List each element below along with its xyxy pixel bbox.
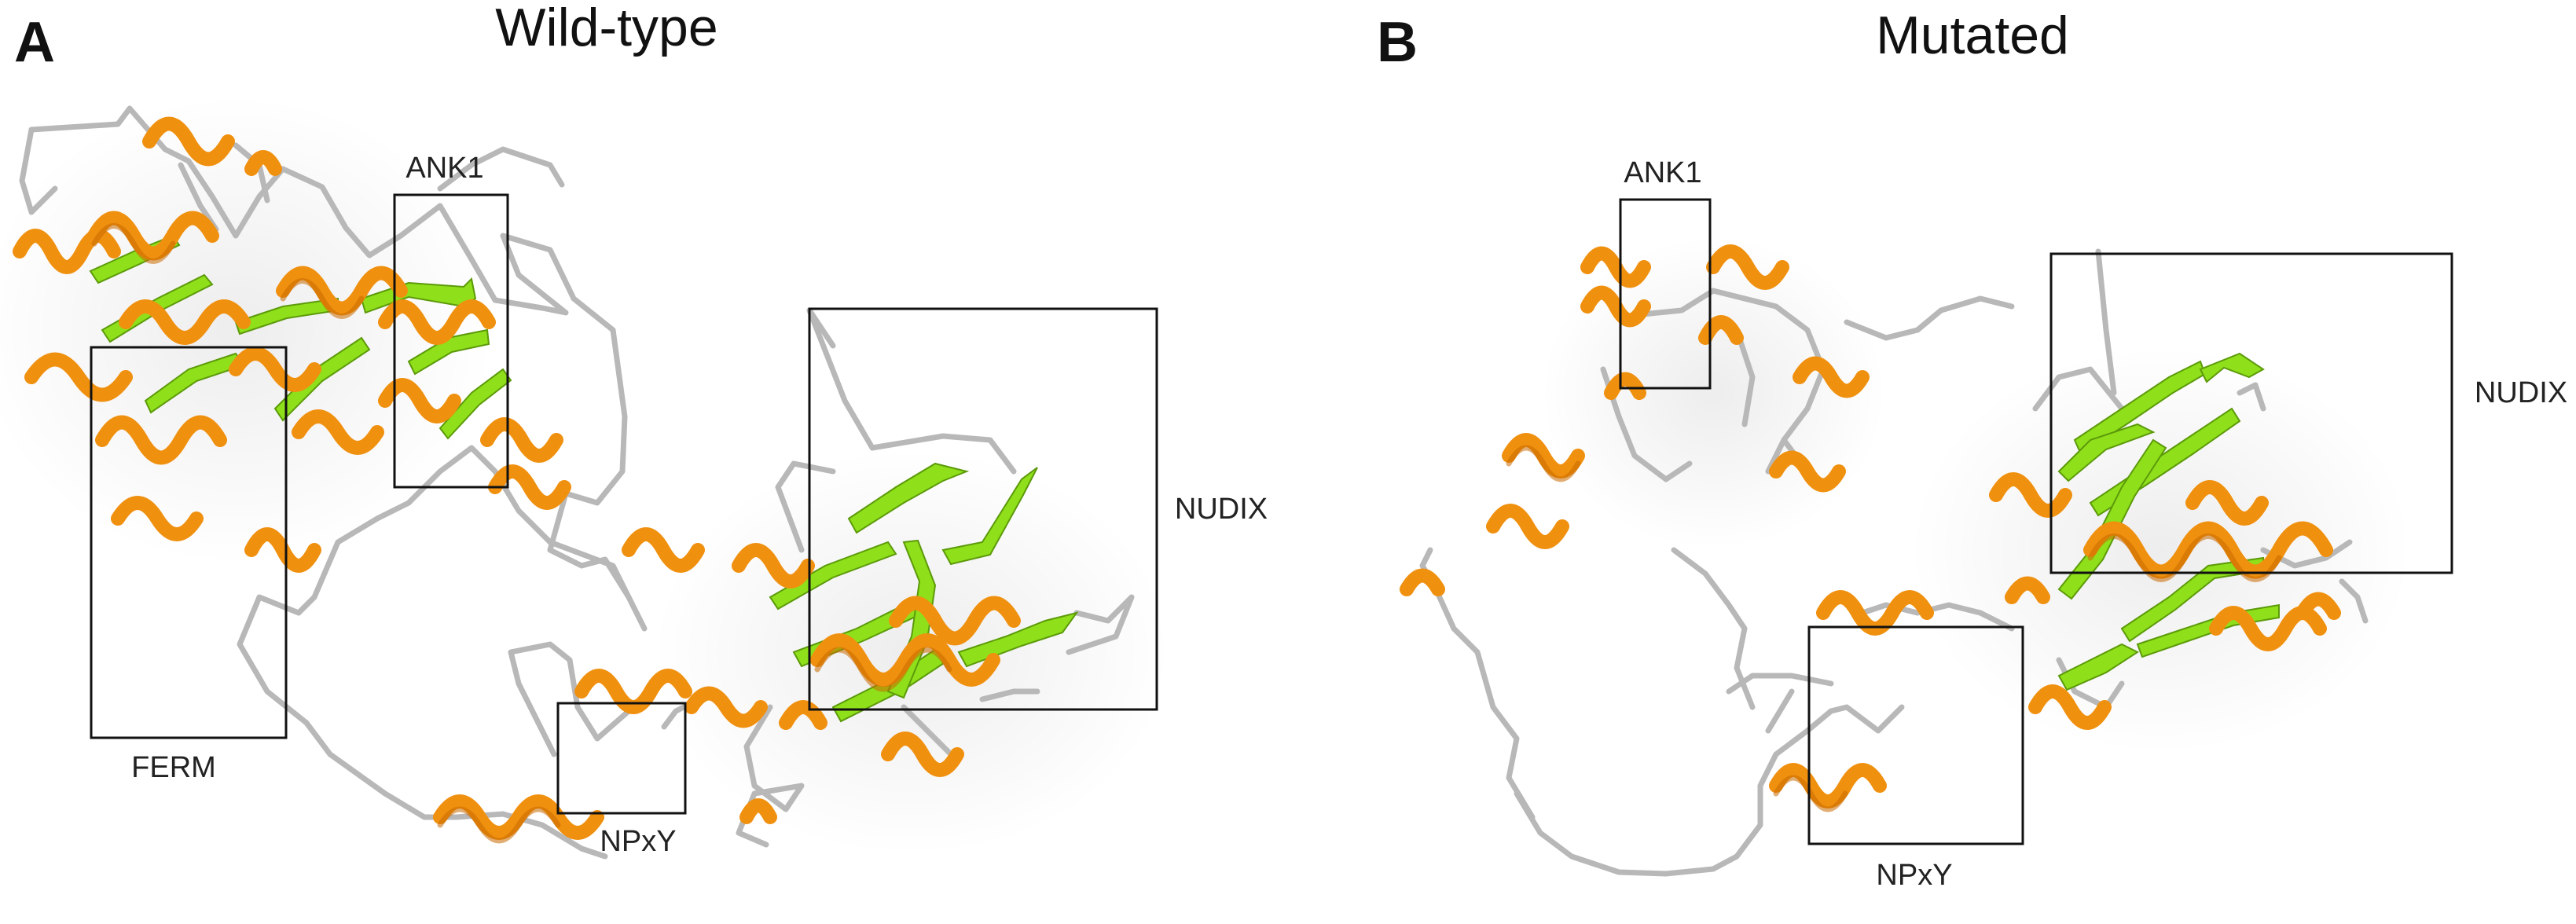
npxy-box-a: [556, 702, 687, 815]
nudix-box-b: [2049, 252, 2453, 574]
panel-a-letter: A: [14, 11, 55, 74]
ank1-box-b: [1619, 198, 1712, 390]
nudix-label-a: NUDIX: [1175, 493, 1268, 526]
panel-b-structure: [1400, 236, 2413, 877]
panel-a-helices: [13, 116, 1021, 844]
panel-b-title: Mutated: [1876, 6, 2069, 65]
panel-a-structure: [0, 94, 1171, 860]
ferm-box: [90, 346, 288, 739]
ank1-box-a: [393, 193, 509, 489]
nudix-box-a: [808, 307, 1158, 711]
panel-b: B Mutated: [1377, 6, 2567, 892]
ank1-label-b: ANK1: [1624, 156, 1701, 189]
npxy-label-a: NPxY: [600, 825, 676, 858]
nudix-label-b: NUDIX: [2475, 376, 2567, 409]
panel-b-helices: [1400, 244, 2341, 812]
ank1-label-a: ANK1: [405, 152, 483, 185]
npxy-label-b: NPxY: [1876, 859, 1952, 892]
panel-a: A Wild-type: [0, 0, 1268, 860]
panel-a-title: Wild-type: [495, 0, 717, 57]
ferm-label: FERM: [131, 751, 216, 784]
npxy-box-b: [1807, 625, 2024, 845]
panel-b-letter: B: [1377, 11, 1418, 74]
panel-a-loops: [19, 105, 1135, 860]
